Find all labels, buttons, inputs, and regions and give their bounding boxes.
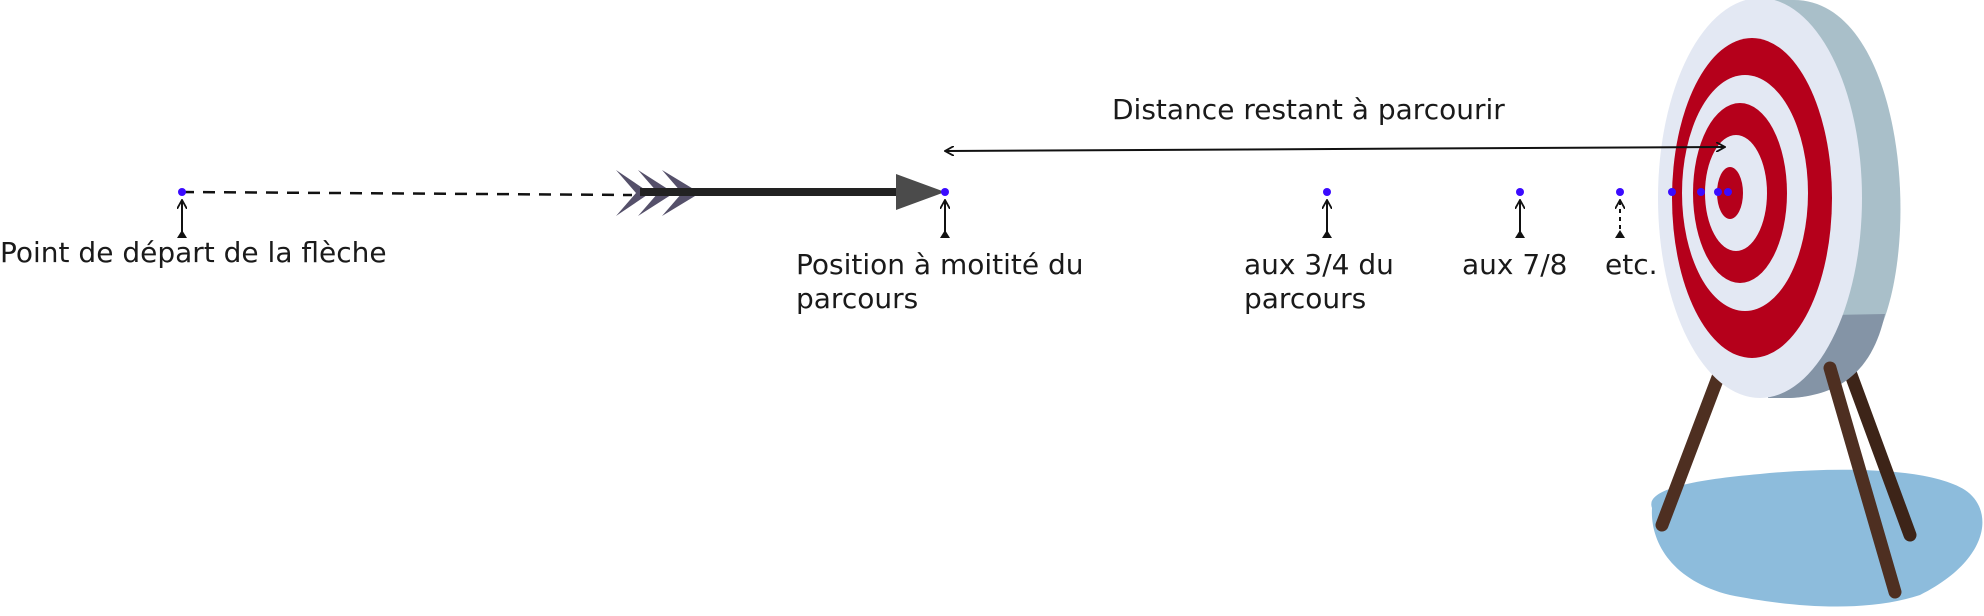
point-next-3: [1714, 188, 1722, 196]
arrow-projectile: [616, 170, 945, 216]
point-seven-eighths: [1516, 188, 1524, 196]
half-label-line2: parcours: [796, 282, 919, 315]
point-fifteen-sixteenths: [1616, 188, 1624, 196]
position-points: [178, 188, 1732, 196]
start-label: Point de départ de la flèche: [0, 236, 387, 269]
distance-label: Distance restant à parcourir: [1112, 93, 1505, 126]
target-stand: [1655, 365, 1917, 542]
three-quarters-label-line1: aux 3/4 du: [1244, 248, 1394, 281]
seven-eighths-label: aux 7/8: [1462, 248, 1568, 281]
point-next-4: [1724, 188, 1732, 196]
ground-shadow: [1651, 469, 1983, 607]
point-start: [178, 188, 186, 196]
etc-label: etc.: [1605, 248, 1658, 281]
distance-arrow: [946, 147, 1724, 151]
target: [1658, 0, 1901, 398]
target-front-leg: [1823, 361, 1902, 599]
point-next-1: [1668, 188, 1676, 196]
three-quarters-label-line2: parcours: [1244, 282, 1367, 315]
pointer-arrow-bases: [177, 230, 1625, 238]
point-three-quarters: [1323, 188, 1331, 196]
trajectory-dashed-line: [181, 190, 633, 197]
point-half: [941, 188, 949, 196]
point-next-2: [1697, 188, 1705, 196]
half-label-line1: Position à moitité du: [796, 248, 1084, 281]
